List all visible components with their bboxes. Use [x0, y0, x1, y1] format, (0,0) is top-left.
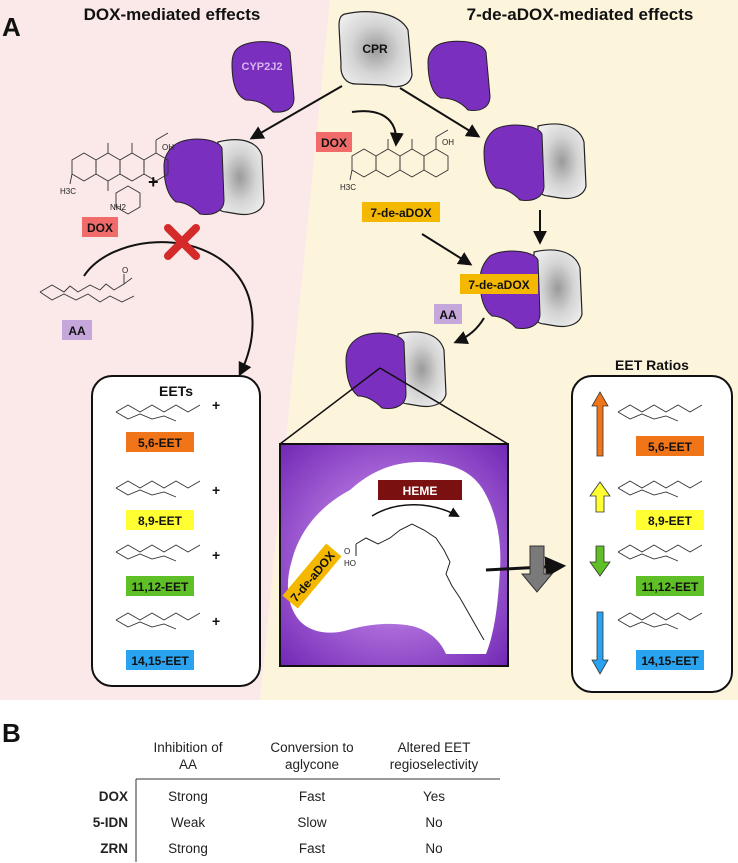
eet-left-item-1: 5,6-EET [138, 436, 183, 450]
row-name: DOX [99, 789, 128, 804]
header-inhibition-line2: AA [179, 757, 197, 772]
aglycone-bound-label: 7-de-aDOX [460, 274, 538, 294]
zoom-lines [279, 367, 509, 445]
cyp-free-enzyme [427, 40, 491, 111]
left-title: DOX-mediated effects [84, 5, 261, 24]
panel-b-letter: B [2, 718, 21, 748]
table-row-dox: DOX Strong Fast Yes [99, 789, 446, 804]
cell-conversion: Slow [297, 815, 327, 830]
table-row-5-idn: 5-IDN Weak Slow No [93, 815, 443, 830]
plus-sign-eet-4: + [212, 613, 220, 629]
panel-a-letter: A [2, 12, 21, 42]
header-inhibition-line1: Inhibition of [153, 740, 222, 755]
aa-label-left: AA [62, 320, 92, 340]
aa-in-active-site [355, 523, 485, 641]
active-site-o: O [344, 547, 350, 556]
aglycone-molecule [349, 129, 449, 181]
header-altered-line2: regioselectivity [390, 757, 479, 772]
dox-methyl-left: H3C [60, 187, 76, 196]
cpr-enzyme: CPR [338, 11, 413, 88]
table-row-zrn: ZRN Strong Fast No [100, 841, 442, 856]
eet-ratios-title: EET Ratios [615, 357, 689, 373]
arrow-aglycone-binding [421, 233, 473, 266]
arrow-cpr-to-left [249, 85, 343, 140]
cell-inhibition: Strong [168, 789, 208, 804]
header-altered-line1: Altered EET [398, 740, 471, 755]
aglycone-bound-label-text: 7-de-aDOX [468, 278, 529, 292]
cell-conversion: Fast [299, 789, 326, 804]
cyp2j2-label: CYP2J2 [242, 61, 283, 73]
eet-left-item-4: 14,15-EET [131, 654, 189, 668]
aglycone-methyl: H3C [340, 183, 356, 192]
plus-sign-eet-2: + [212, 482, 220, 498]
eets-box: EETs [91, 375, 261, 687]
aglycone-oh: OH [442, 138, 454, 147]
dox-label-right-text: DOX [321, 136, 347, 150]
eet-ratios-items: 5,6-EET 8,9-EET 11,12-EET 14,15-EET [589, 391, 704, 675]
arrow-aa-binding [453, 317, 485, 345]
heme-oxidation-arrow [371, 504, 460, 517]
plus-sign-eet-3: + [212, 547, 220, 563]
aa-molecule-left [39, 274, 135, 303]
header-conversion-line2: aglycone [285, 757, 339, 772]
dox-label-left: DOX [82, 217, 118, 237]
arrow-to-ratios [485, 556, 567, 578]
aa-o-left: O [122, 266, 128, 275]
plus-sign-eet-1: + [212, 397, 220, 413]
dox-label-left-text: DOX [87, 221, 113, 235]
active-site-ho: HO [344, 559, 356, 568]
arrow-dox-conversion [351, 110, 404, 147]
ratio-arrow-4 [591, 611, 609, 675]
heme-label: HEME [403, 484, 438, 498]
inhibition-x-mark [164, 224, 200, 260]
row-name: ZRN [100, 841, 128, 856]
eet-left-item-2: 8,9-EET [138, 514, 183, 528]
dox-label-right: DOX [316, 132, 352, 152]
eet-right-item-1: 5,6-EET [648, 440, 693, 454]
eet-right-item-3: 11,12-EET [642, 580, 699, 594]
ratio-arrow-3 [589, 545, 611, 577]
cpr-label: CPR [362, 42, 388, 56]
heme-group: HEME [378, 480, 462, 500]
right-cyp-cpr-complex [483, 123, 587, 201]
aa-label-left-text: AA [68, 324, 86, 338]
cell-altered: No [425, 841, 442, 856]
right-title: 7-de-aDOX-mediated effects [467, 5, 694, 24]
dox-molecule-left [69, 132, 169, 215]
eet-left-item-3: 11,12-EET [132, 580, 189, 594]
arrow-cpr-to-right [399, 87, 481, 138]
aglycone-label: 7-de-aDOX [362, 202, 440, 222]
header-conversion-line1: Conversion to [270, 740, 353, 755]
ratio-arrow-2 [589, 481, 611, 513]
active-site-zoom [279, 443, 509, 667]
dox-nh2-left: NH2 [110, 203, 127, 212]
left-cyp-cpr-complex [163, 138, 265, 216]
eet-right-item-2: 8,9-EET [648, 514, 693, 528]
eets-box-title: EETs [159, 383, 193, 399]
cyp2j2-enzyme: CYP2J2 [231, 41, 295, 113]
aa-label-right-text: AA [439, 308, 457, 322]
eets-box-items: + 5,6-EET + 8,9-EET + 11,12-EET + 14,15-… [115, 397, 220, 670]
cell-altered: Yes [423, 789, 445, 804]
ratio-arrow-1 [591, 391, 609, 457]
eet-right-item-4: 14,15-EET [641, 654, 699, 668]
dox-oh-left: OH [162, 143, 174, 152]
row-name: 5-IDN [93, 815, 128, 830]
inhibited-pathway-arrow [83, 241, 254, 377]
decrease-arrow-gray [520, 545, 554, 593]
cell-inhibition: Weak [171, 815, 206, 830]
cell-altered: No [425, 815, 442, 830]
plus-sign-left: + [148, 172, 159, 192]
aglycone-label-text: 7-de-aDOX [370, 206, 431, 220]
aa-label-right: AA [434, 304, 462, 324]
cell-conversion: Fast [299, 841, 326, 856]
cell-inhibition: Strong [168, 841, 208, 856]
